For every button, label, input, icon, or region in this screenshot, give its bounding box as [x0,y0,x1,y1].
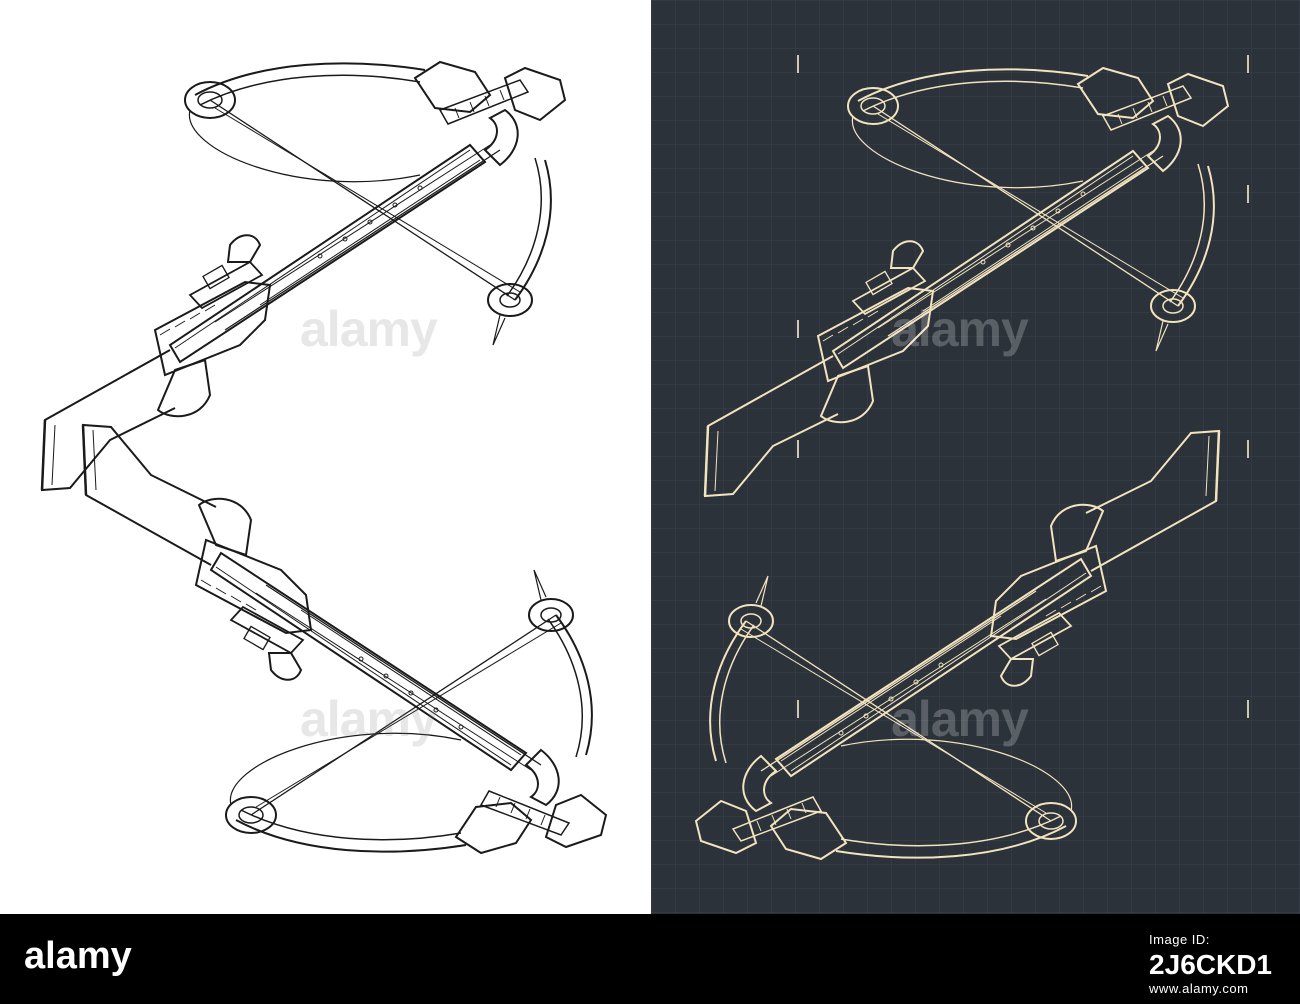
image-id-value: 2J6CKD1 [1149,949,1272,980]
watermark: alamy [891,691,1029,747]
stock-footer-bar: alamy Image ID: 2J6CKD1 www.alamy.com [0,914,1300,1004]
image-id-block: Image ID: 2J6CKD1 www.alamy.com [1149,932,1272,996]
watermark: alamy [300,301,438,357]
light-drawing-panel: alamy alamy [0,0,651,914]
crossbow-bottom-view [81,423,608,855]
site-url: www.alamy.com [1149,981,1249,996]
logo-text: alamy [24,935,132,977]
dark-crossbow-illustrations [651,0,1300,914]
watermark: alamy [891,301,1029,357]
registration-marks [797,55,1249,718]
dark-blueprint-panel: alamy alamy [651,0,1300,914]
crossbow-top-view [40,60,567,492]
image-id-label: Image ID: [1149,932,1210,947]
alamy-logo: alamy [24,935,132,977]
watermark: alamy [300,691,438,747]
blueprint-grid [651,0,1300,914]
light-crossbow-illustrations [40,60,608,855]
